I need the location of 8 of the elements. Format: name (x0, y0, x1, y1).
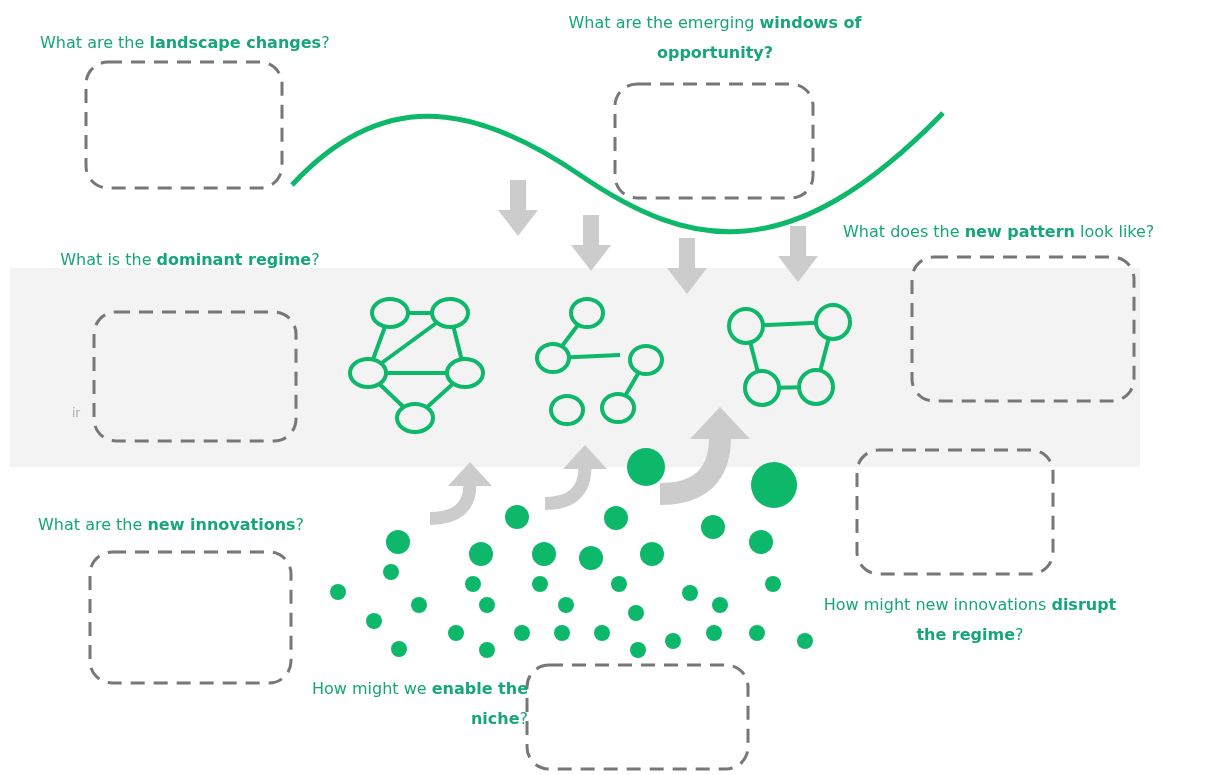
question-text: How might new innovations disrupt the regime? (822, 594, 1118, 646)
question-text: What are the emerging windows of opportunity? (567, 12, 863, 64)
question-text: What are the new innovations? (38, 514, 306, 536)
question-text: What does the new pattern look like? (843, 221, 1156, 243)
question-text: How might we enable the niche? (311, 678, 528, 730)
question-text: What are the landscape changes? (40, 32, 331, 54)
question-text: What is the dominant regime? (60, 249, 320, 271)
text-fragment: ir (72, 406, 81, 420)
